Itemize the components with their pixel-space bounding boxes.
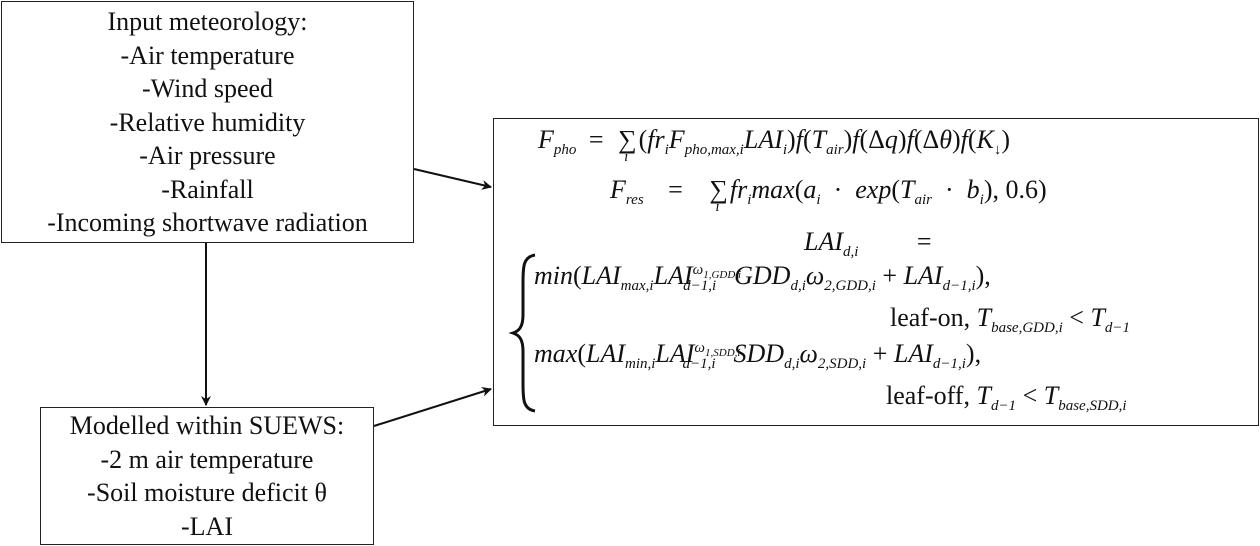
input-item: -Air temperature [120, 40, 295, 70]
modelled-within-suews-box: Modelled within SUEWS: -2 m air temperat… [40, 407, 374, 545]
input-meteorology-box: Input meteorology: -Air temperature -Win… [1, 1, 414, 243]
equations-box: Fpho = ∑i(friFpho,max,iLAIi)f(Tair)f(Δq)… [493, 118, 1259, 426]
model-item: -Soil moisture deficit θ [87, 478, 327, 507]
model-item: -LAI [181, 511, 233, 541]
sum-symbol: ∑i [618, 125, 637, 165]
input-item: -Rainfall [161, 174, 254, 204]
arrow-input-to-equations [413, 168, 492, 190]
input-item: -Air pressure [139, 141, 276, 170]
equation-f-pho: Fpho = ∑i(friFpho,max,iLAIi)f(Tair)f(Δq)… [538, 125, 1011, 165]
left-brace-icon [509, 253, 536, 413]
input-item: -Wind speed [141, 74, 274, 103]
model-item: -2 m air temperature [100, 444, 314, 474]
sum-symbol: ∑i [709, 175, 728, 215]
model-box-title: Modelled within SUEWS: [69, 411, 345, 440]
input-item: -Relative humidity [109, 107, 306, 137]
equation-lai-lhs: LAId,i = [804, 227, 932, 261]
input-item: -Incoming shortwave radiation [47, 208, 368, 237]
lai-case-leaf-off-cond: leaf-off, Td−1 < Tbase,SDD,i [886, 381, 1127, 415]
input-box-title: Input meteorology: [107, 7, 308, 36]
arrow-model-to-equations [373, 386, 492, 427]
lai-case-leaf-on-cond: leaf-on, Tbase,GDD,i < Td−1 [890, 303, 1131, 337]
